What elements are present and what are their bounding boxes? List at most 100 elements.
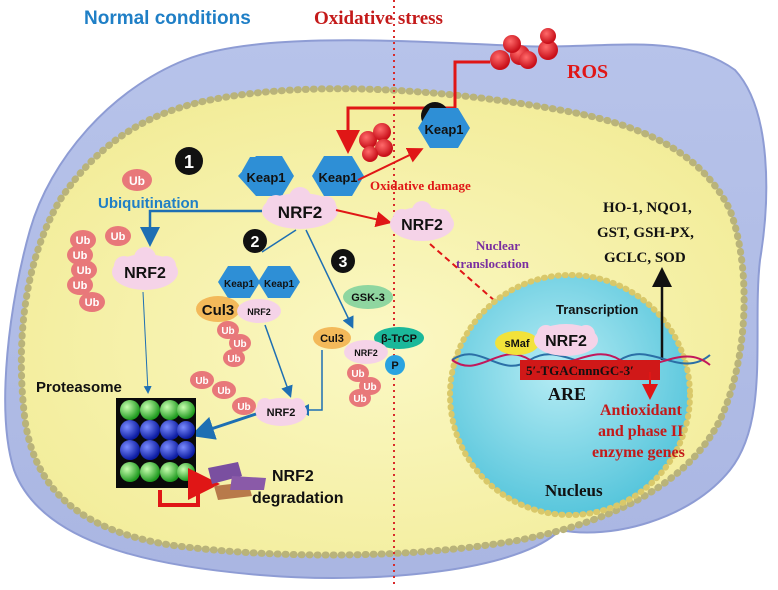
ub-label: Ub — [351, 369, 364, 380]
nuclear-translocation-label-2: translocation — [456, 256, 530, 271]
ub-label: Ub — [217, 386, 230, 397]
phospho-label: P — [391, 360, 398, 372]
ub-label: Ub — [363, 382, 376, 393]
transcription-label: Transcription — [556, 302, 638, 317]
ub-chain-bottom: Ub Ub Ub — [190, 371, 256, 415]
keap1-pair-step2: Keap1 Keap1 — [218, 266, 300, 298]
keap1-label-released: Keap1 — [424, 122, 463, 137]
cul3-step2: Cul3 — [196, 296, 240, 322]
nrf2-label-center: NRF2 — [278, 203, 322, 222]
to-proteasome-arrow — [190, 412, 257, 440]
smaf-label: sMaf — [504, 338, 529, 350]
step-3-label: 3 — [339, 254, 348, 271]
antioxidant-label-1: Antioxidant — [600, 402, 682, 419]
ub-chain-step2: Ub Ub Ub — [217, 321, 251, 367]
gsk3-box: GSK-3 — [343, 285, 393, 309]
genes-list-line-1: HO-1, NQO1, — [603, 200, 692, 216]
header-normal: Normal conditions — [84, 8, 251, 29]
step1-arrow — [140, 209, 262, 247]
ub-label: Ub — [111, 231, 126, 243]
cul3-step3: Cul3 — [313, 327, 351, 349]
step3-arrow — [305, 229, 354, 329]
keap1-label-center-left: Keap1 — [246, 170, 285, 185]
nuclear-translocation-arrow — [429, 243, 532, 333]
ub-ubiquitination-marker: Ub — [122, 169, 152, 191]
ub-label: Ub — [237, 402, 250, 413]
nrf2-label-left: NRF2 — [124, 265, 166, 282]
genes-list-line-3: GCLC, SOD — [604, 250, 686, 266]
antioxidant-label-2: and phase II — [598, 423, 683, 440]
phospho-marker: P — [385, 355, 405, 375]
step-1-badge: 1 — [175, 147, 203, 175]
are-sequence: 5′-TGACnnnGC-3′ — [526, 363, 634, 378]
smaf-box: sMaf — [495, 331, 539, 355]
ub-label: Ub — [73, 280, 88, 292]
ub-chain-left: Ub Ub Ub Ub Ub Ub — [67, 226, 131, 312]
ub-label: Ub — [221, 326, 234, 337]
dna-helix-strand-2 — [451, 353, 711, 367]
ub-label: Ub — [73, 250, 88, 262]
are-label: ARE — [548, 384, 586, 404]
keap1-hexagon-right: Keap1 — [312, 156, 364, 196]
nrf2-label-nucleus: NRF2 — [545, 333, 587, 350]
step-3-badge: 3 — [331, 249, 355, 273]
nuclear-translocation-label-1: Nuclear — [476, 238, 520, 253]
nrf2-label-step3: NRF2 — [354, 348, 378, 358]
proteasome-icon — [116, 398, 196, 488]
keap1-label-step2-left: Keap1 — [224, 279, 254, 290]
ub-label: Ub — [195, 376, 208, 387]
nrf2-cloud-nucleus: NRF2 — [534, 324, 598, 356]
keap1-hexagon-released: Keap1 — [418, 108, 470, 148]
ubiquitination-label: Ubiquitination — [98, 195, 199, 212]
degraded-fragments — [208, 462, 266, 500]
btrcp-label: β-TrCP — [381, 333, 417, 345]
nrf2-label-bottom: NRF2 — [267, 407, 296, 419]
step-2-label: 2 — [251, 234, 260, 251]
nrf2-label-free: NRF2 — [401, 217, 443, 234]
nrf2-cloud-center: NRF2 — [262, 187, 338, 229]
step-1-label: 1 — [184, 152, 194, 172]
step2-down-arrow — [264, 324, 293, 398]
nrf2-cloud-free: NRF2 — [390, 201, 454, 241]
nrf2-release-arrow — [335, 209, 392, 228]
step-2-badge: 2 — [243, 229, 267, 253]
ub-label: Ub — [227, 354, 240, 365]
nrf2-cloud-left: NRF2 — [112, 247, 178, 290]
ros-cluster — [359, 123, 393, 162]
nrf2-cloud-step3: NRF2 — [344, 340, 388, 364]
genes-list-line-2: GST, GSH-PX, — [597, 225, 694, 241]
keap1-label-step2-right: Keap1 — [264, 279, 294, 290]
cul3-label-step3: Cul3 — [320, 333, 344, 345]
nrf2-cloud-bottom: NRF2 — [255, 398, 307, 426]
oxidative-damage-label: Oxidative damage — [370, 178, 471, 193]
ub-label: Ub — [353, 394, 366, 405]
nucleus-label: Nucleus — [545, 481, 603, 500]
gsk3-label: GSK-3 — [351, 292, 385, 304]
step3-down-arrow — [297, 350, 323, 416]
nrf2-label-step2: NRF2 — [247, 307, 271, 317]
ub-label: Ub — [85, 297, 100, 309]
degradation-label-1: NRF2 — [272, 468, 314, 485]
ub-label: Ub — [76, 235, 91, 247]
ub-label: Ub — [77, 265, 92, 277]
step2-arrow — [261, 229, 297, 253]
ros-label: ROS — [567, 61, 608, 83]
ub-label: Ub — [233, 339, 246, 350]
ub-chain-step3: Ub Ub Ub — [347, 364, 381, 407]
cul3-label-step2: Cul3 — [202, 302, 235, 319]
ros-molecules — [490, 28, 558, 70]
degradation-label-2: degradation — [252, 490, 344, 507]
keap1-release-arrow — [357, 148, 424, 181]
proteasome-label: Proteasome — [36, 379, 122, 396]
degradation-arrow — [158, 468, 220, 507]
btrcp-box: β-TrCP — [374, 327, 424, 349]
header-oxidative: Oxidative stress — [314, 8, 443, 29]
keap1-hexagon-left: Keap1 — [238, 156, 294, 196]
nrf2-cloud-step2: NRF2 — [237, 299, 281, 323]
are-box — [520, 360, 660, 380]
keap1-label-center-right: Keap1 — [318, 170, 357, 185]
ub-label-top: Ub — [129, 174, 145, 188]
left-to-proteasome-arrow — [142, 291, 152, 394]
